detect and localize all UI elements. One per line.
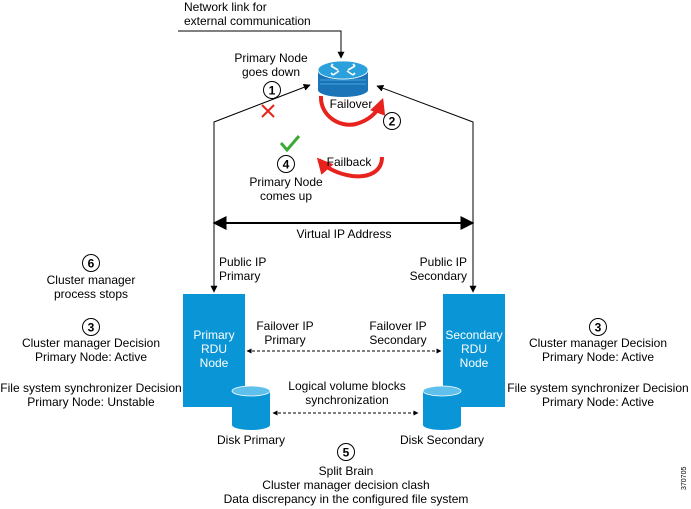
- public-ip-primary-line2: Primary: [219, 269, 260, 283]
- step5-line3: Data discrepancy in the configured file …: [224, 492, 469, 506]
- x-mark-icon: [261, 104, 275, 118]
- step3-right-number: 3: [595, 321, 602, 335]
- public-ip-primary-line1: Public IP: [219, 255, 266, 269]
- step5-number: 5: [343, 446, 350, 460]
- step5-line1: Split Brain: [319, 464, 374, 478]
- step4-label-line2: comes up: [260, 189, 312, 203]
- step2-badge: [383, 112, 401, 130]
- secondary-node-line2: RDU: [461, 342, 487, 356]
- step5-badge: [337, 443, 355, 461]
- step3-right-badge: [589, 318, 607, 336]
- logical-volume-line2: synchronization: [305, 393, 388, 407]
- disk-icon: [422, 385, 462, 430]
- step1-number: 1: [269, 84, 276, 98]
- failback-label: Failback: [327, 155, 373, 169]
- virtual-ip-label: Virtual IP Address: [297, 227, 392, 241]
- step3-left-line1: Cluster manager Decision: [22, 336, 160, 350]
- router-icon: [317, 60, 369, 97]
- step1-label-line1: Primary Node: [234, 51, 308, 65]
- secondary-node-line3: Node: [460, 356, 489, 370]
- check-mark-icon: [279, 135, 301, 153]
- step6-number: 6: [88, 257, 95, 271]
- failover-ip-secondary-line2: Secondary: [369, 333, 426, 347]
- public-ip-secondary-line2: Secondary: [410, 269, 467, 283]
- secondary-node-line1: Secondary: [445, 328, 502, 342]
- disk-primary-label: Disk Primary: [217, 433, 285, 447]
- step3-left-number: 3: [88, 321, 95, 335]
- primary-node-line3: Node: [200, 356, 229, 370]
- network-link-label-line1: Network link for: [184, 0, 267, 14]
- fs-right-line2: Primary Node: Active: [542, 395, 654, 409]
- failover-ip-primary-line1: Failover IP: [256, 319, 313, 333]
- primary-node-line2: RDU: [201, 342, 227, 356]
- step4-number: 4: [283, 158, 290, 172]
- failover-arrow: [318, 95, 386, 127]
- step6-badge: [82, 254, 100, 272]
- figure-id: 370705: [681, 467, 688, 490]
- failback-arrow: [316, 156, 384, 179]
- logical-volume-line1: Logical volume blocks: [288, 379, 405, 393]
- step1-badge: [263, 81, 281, 99]
- primary-node-line1: Primary: [193, 328, 234, 342]
- step6-label-line1: Cluster manager: [47, 273, 136, 287]
- failover-ip-primary-line2: Primary: [264, 333, 305, 347]
- step4-badge: [277, 155, 295, 173]
- step3-left-line2: Primary Node: Active: [35, 350, 147, 364]
- network-link-arrow: [178, 30, 345, 59]
- step3-right-line1: Cluster manager Decision: [529, 336, 667, 350]
- step1-label-line2: goes down: [242, 65, 300, 79]
- disk-secondary-label: Disk Secondary: [400, 433, 484, 447]
- step6-label-line2: process stops: [54, 287, 128, 301]
- step3-right-line2: Primary Node: Active: [542, 350, 654, 364]
- public-ip-secondary-line1: Public IP: [420, 255, 467, 269]
- step5-line2: Cluster manager decision clash: [262, 478, 429, 492]
- failover-ip-secondary-line1: Failover IP: [369, 319, 426, 333]
- step3-left-badge: [82, 318, 100, 336]
- network-link-label-line2: external communication: [184, 14, 311, 28]
- failover-label: Failover: [330, 97, 373, 111]
- fs-left-line1: File system synchronizer Decision: [0, 381, 181, 395]
- disk-icon: [231, 385, 271, 430]
- fs-right-line1: File system synchronizer Decision: [507, 381, 688, 395]
- step4-label-line1: Primary Node: [249, 175, 323, 189]
- fs-left-line2: Primary Node: Unstable: [27, 395, 155, 409]
- step2-number: 2: [389, 115, 396, 129]
